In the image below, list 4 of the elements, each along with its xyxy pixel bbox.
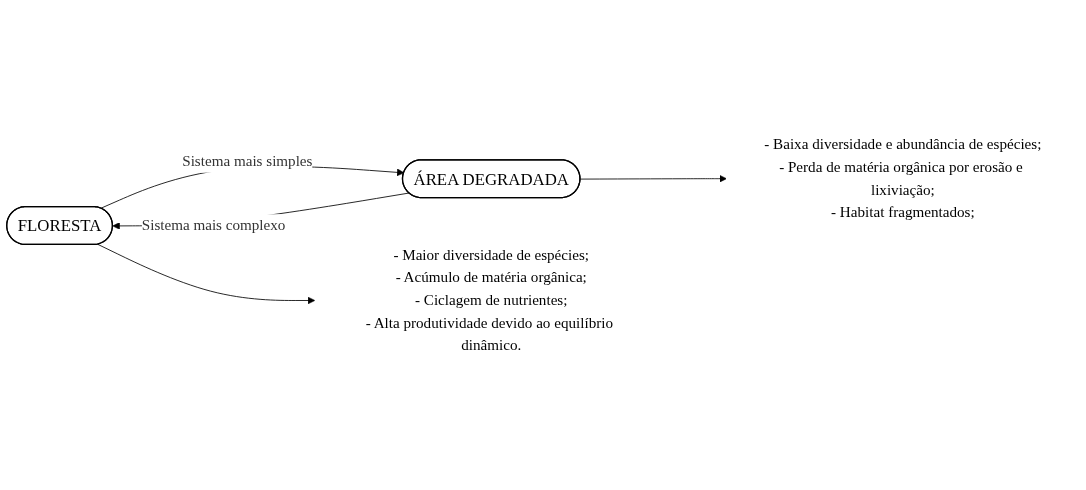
node-text: - Maior diversidade de espécies; - Acúmulo de matéria orgânica; - Ciclagem de nutrientes; - Alta produtividade devido ao equilíbrio dinâmico. — [365, 246, 614, 354]
edge-label: Sistema mais complexo — [141, 216, 286, 234]
node-text: - Baixa diversidade e abundância de espécies; - Perda de matéria orgânica por erosão e lixiviação; - Habitat fragmentados; — [764, 135, 1042, 221]
edge-label: Sistema mais simples — [182, 152, 313, 170]
